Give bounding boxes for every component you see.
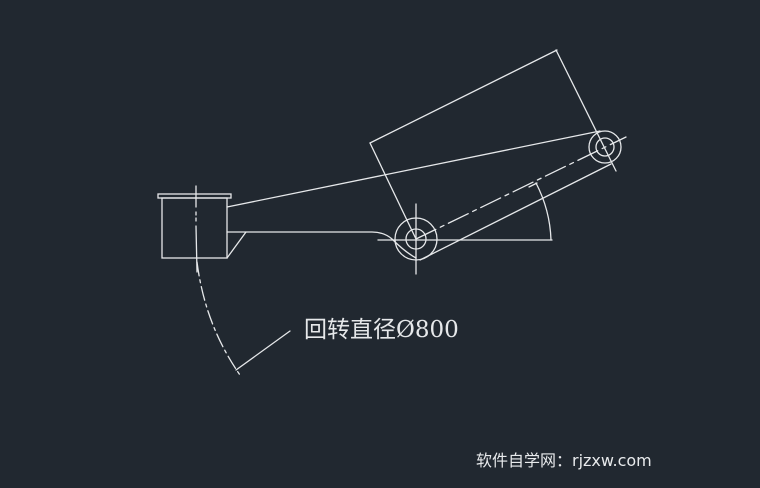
- end-outer-circle: [588, 130, 622, 164]
- mounting-cup: [157, 185, 247, 273]
- gusset-line: [226, 231, 247, 259]
- link-centerline: [415, 136, 627, 240]
- dimension-line: [369, 49, 558, 144]
- swing-diameter-label: 回转直径Ø800: [304, 317, 459, 343]
- arm-bottom-edge: [226, 231, 417, 259]
- arm-top-edge: [226, 130, 601, 208]
- watermark-text: 软件自学网：rjzxw.com: [476, 451, 652, 470]
- end-extension-line: [555, 49, 617, 172]
- cup-body: [161, 197, 228, 259]
- length-dimension: [369, 49, 558, 240]
- swing-radius-arc: [196, 261, 241, 376]
- angle-arc: [535, 182, 552, 241]
- arm: [226, 130, 612, 261]
- link-lower-edge: [419, 163, 612, 261]
- start-extension-line: [369, 142, 417, 240]
- end-eye: [555, 49, 622, 172]
- leader-line: [235, 330, 291, 371]
- end-inner-circle: [595, 137, 615, 157]
